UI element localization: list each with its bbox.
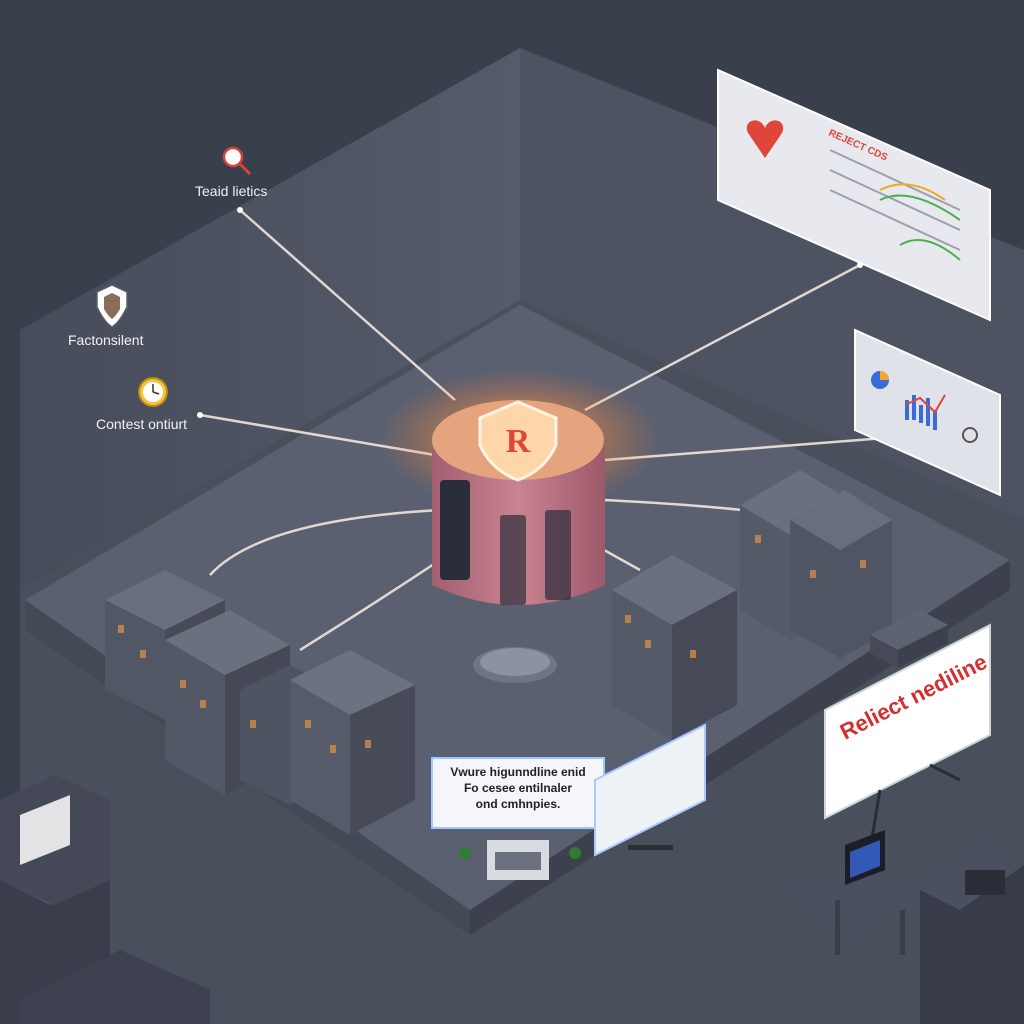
billboard-right — [824, 623, 991, 851]
sign-center — [431, 757, 605, 829]
building-center-right — [612, 555, 737, 740]
clock-icon — [138, 377, 168, 407]
sign-line-3: ond cmhnpies. — [476, 797, 561, 811]
sign-line-2: Fo cesee entilnaler — [464, 781, 572, 795]
line-buildings-center-left — [299, 558, 441, 652]
desk-laptop — [790, 830, 925, 955]
gear-icon — [962, 427, 978, 443]
panel-right — [854, 328, 1001, 497]
building-cluster-left — [105, 570, 415, 835]
sign-line-1: Vwure higunndline enid — [450, 765, 585, 779]
shield-icon — [478, 400, 558, 482]
line-buildings-left — [209, 508, 441, 576]
shield-icon-left — [96, 284, 128, 328]
magnifier-icon — [222, 146, 252, 176]
kiosk — [459, 840, 581, 880]
label-top-left: Teaid lietics — [195, 183, 268, 199]
panel-top-right — [717, 68, 991, 322]
monitor-center — [594, 723, 706, 857]
left-wall — [20, 48, 520, 590]
hub-emblem-letter: R — [506, 423, 531, 460]
building-cluster-right — [740, 470, 892, 658]
server-racks-left — [0, 775, 210, 1024]
server-rack-right — [920, 845, 1024, 1024]
label-middle-left: Factonsilent — [68, 332, 144, 348]
plaza — [473, 647, 557, 683]
central-hub — [380, 370, 660, 605]
heart-icon — [746, 120, 784, 158]
bar-chart-icon — [905, 395, 937, 430]
router-box — [870, 610, 948, 668]
line-top-right — [584, 263, 861, 412]
label-lower-left: Contest ontiurt — [96, 416, 188, 432]
line-top-left — [239, 209, 456, 401]
